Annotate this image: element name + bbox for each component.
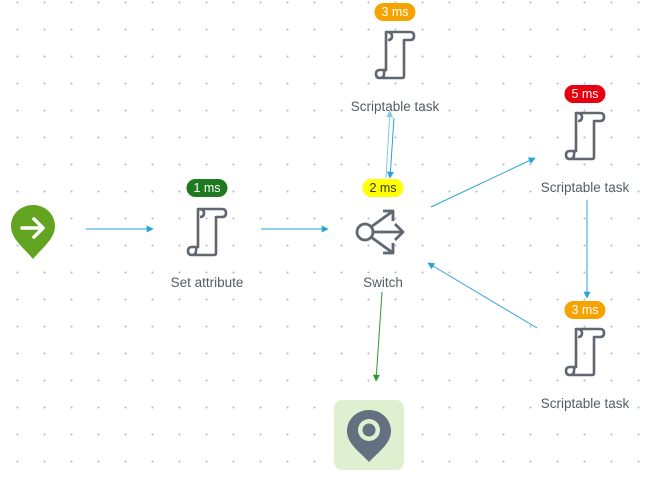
scroll-icon (374, 30, 416, 80)
duration-badge: 3 ms (564, 301, 606, 319)
connection-scriptable-task-top-to-switch[interactable] (386, 117, 395, 179)
scroll-icon (564, 111, 606, 161)
start-arrow-icon (11, 205, 55, 259)
connection-scriptable-task-bottom-to-switch[interactable] (427, 262, 538, 329)
node-label: Scriptable task (540, 396, 630, 411)
node-label: Scriptable task (350, 99, 440, 114)
start-node[interactable] (10, 203, 56, 261)
node-label: Set attribute (170, 275, 244, 290)
duration-badge: 5 ms (564, 85, 606, 103)
node-label: Scriptable task (540, 180, 630, 195)
node-scriptable-task-bottom[interactable]: 3 ms Scriptable task (530, 299, 640, 411)
duration-badge: 2 ms (362, 179, 404, 197)
connection-switch-to-end[interactable] (372, 291, 383, 382)
node-label: Switch (363, 275, 403, 290)
map-marker-icon (347, 410, 391, 462)
node-set-attribute[interactable]: 1 ms Set attribute (152, 178, 262, 290)
end-node[interactable] (334, 400, 404, 470)
node-switch[interactable]: 2 ms Switch (328, 178, 438, 290)
duration-badge: 1 ms (186, 179, 228, 197)
connection-switch-to-scriptable-task-right[interactable] (430, 157, 536, 208)
connection-switch-to-scriptable-task-top[interactable] (385, 110, 394, 179)
node-scriptable-task-right[interactable]: 5 ms Scriptable task (530, 83, 640, 195)
node-scriptable-task-top[interactable]: 3 ms Scriptable task (340, 2, 450, 114)
duration-badge: 3 ms (374, 3, 416, 21)
scroll-icon (186, 207, 228, 257)
switch-icon (355, 209, 405, 255)
scroll-icon (564, 327, 606, 377)
